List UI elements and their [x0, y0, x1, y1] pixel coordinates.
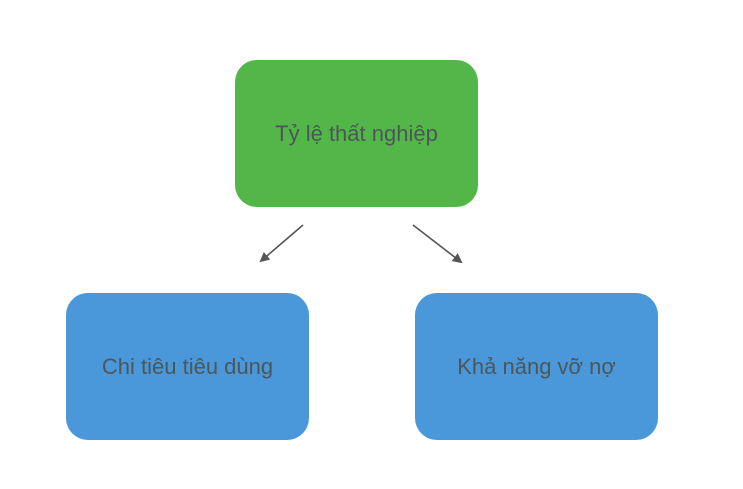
- arrow-root-to-right: [412, 224, 463, 264]
- node-label: Khả năng vỡ nợ: [457, 353, 616, 379]
- node-consumer-spending: Chi tiêu tiêu dùng: [66, 293, 309, 440]
- node-unemployment-rate: Tỷ lệ thất nghiệp: [235, 60, 478, 207]
- arrow-root-to-left: [259, 224, 304, 263]
- node-default-risk: Khả năng vỡ nợ: [415, 293, 658, 440]
- node-label: Chi tiêu tiêu dùng: [101, 353, 274, 379]
- node-label: Tỷ lệ thất nghiệp: [275, 120, 438, 146]
